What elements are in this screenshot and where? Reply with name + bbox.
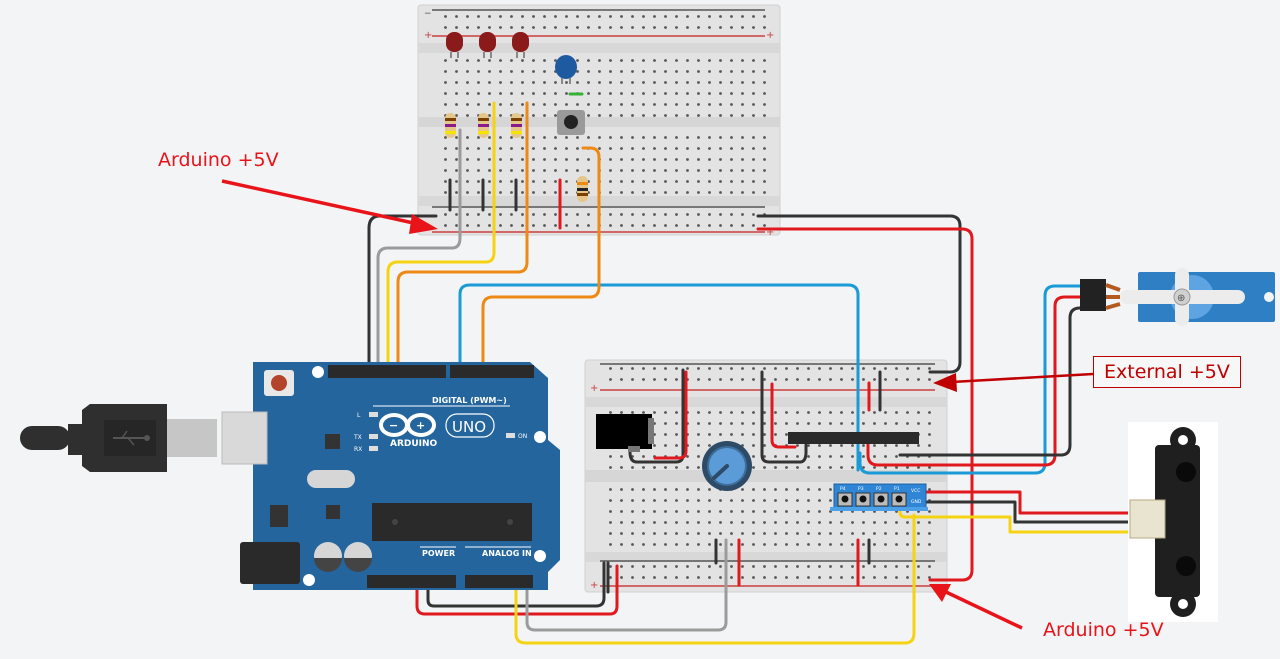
female-header-strip <box>788 432 919 444</box>
wire-yellow-a4 <box>514 513 916 645</box>
label-external-5v: External +5V <box>1093 356 1241 388</box>
wire-black-servo <box>898 306 1087 457</box>
wire-yellow-pin12 <box>386 101 496 370</box>
rail-plus-label: + <box>590 383 598 394</box>
rail-plus-label: + <box>590 580 598 591</box>
led-label-l: L <box>357 412 361 419</box>
analog-header-label: ANALOG IN <box>482 549 532 558</box>
svg-text:⊕: ⊕ <box>1177 293 1185 304</box>
breadboard-bottom: + + <box>584 359 948 593</box>
keypad-label-p2: P2 <box>876 486 882 492</box>
arrow-bottom-icon <box>945 590 1023 630</box>
wire-orange-pin4 <box>481 146 601 370</box>
rail-plus-label: + <box>424 30 432 41</box>
keypad-label-gnd: GND <box>911 499 922 505</box>
servo-connector <box>1080 279 1106 311</box>
potentiometer[interactable] <box>702 441 752 491</box>
wire-yellow-sensor <box>898 498 1132 534</box>
capacitor <box>555 55 577 84</box>
arduino-power-jack <box>240 542 300 584</box>
resistor-3 <box>511 113 522 138</box>
led-label-on: ON <box>518 433 527 440</box>
wire-blue-servo <box>858 284 1087 475</box>
wires <box>367 92 1132 645</box>
keypad-label-p3: P3 <box>858 486 864 492</box>
arduino-logo-icon: − + <box>379 413 436 437</box>
keypad-label-p4: P4 <box>840 486 846 492</box>
wire-orange-pin11 <box>396 101 529 370</box>
breadboard-top: − + + + <box>417 4 781 238</box>
sensor-connector <box>1129 499 1166 539</box>
label-arduino-5v-bottom: Arduino +5V <box>1043 619 1164 641</box>
label-arduino-5v-top: Arduino +5V <box>158 149 279 171</box>
wire-red-servo <box>866 295 1087 467</box>
usb-icon <box>113 430 150 446</box>
wire-gray-a5 <box>525 538 728 632</box>
wire-red-sensor <box>923 490 1132 515</box>
analog-header <box>465 575 533 588</box>
wire-red-rail-link <box>756 227 974 582</box>
arduino-logo-text: ARDUINO <box>390 439 438 449</box>
resistor-2 <box>478 113 489 138</box>
svg-text:−: − <box>389 419 398 432</box>
usb-cable <box>20 404 217 472</box>
resistor-pulldown <box>577 176 588 202</box>
led-1 <box>446 32 463 58</box>
wire-black-rail-link <box>756 214 962 374</box>
resistor-1 <box>445 113 456 138</box>
keypad-key-p3 <box>855 492 871 507</box>
digital-header-left <box>328 365 446 378</box>
keypad-key-p2 <box>873 492 889 507</box>
led-3 <box>512 32 529 58</box>
rail-plus-label: + <box>766 30 774 41</box>
annotation-arrows <box>221 179 1094 630</box>
digital-header-right <box>450 365 534 378</box>
wire-blue-pin6 <box>458 283 860 472</box>
keypad-key-p1 <box>891 492 907 507</box>
led-2 <box>479 32 496 58</box>
arduino-model-label: UNO <box>452 418 486 436</box>
leds <box>446 32 529 58</box>
power-header <box>367 575 456 588</box>
atmega-chip <box>372 503 532 541</box>
resistors <box>445 113 588 202</box>
rail-plus-label: + <box>766 227 774 238</box>
push-button[interactable] <box>557 110 585 135</box>
svg-text:+: + <box>416 419 425 432</box>
led-label-rx: RX <box>354 446 362 453</box>
dc-barrel-jack <box>596 414 654 452</box>
ir-distance-sensor <box>1128 422 1218 622</box>
arrow-external-icon <box>951 372 1094 384</box>
keypad-label-p1: P1 <box>894 486 900 492</box>
keypad-label-vcc: VCC <box>911 488 920 494</box>
keypad-key-p4 <box>837 492 853 507</box>
servo-motor: ⊕ <box>1080 268 1275 326</box>
arduino-uno-board: DIGITAL (PWM~) − + ARDUINO UNO L TX RX O… <box>221 362 560 590</box>
led-label-tx: TX <box>353 434 362 441</box>
power-header-label: POWER <box>422 549 455 558</box>
rail-minus-label: − <box>424 9 432 19</box>
arrow-top-icon <box>221 179 419 226</box>
keypad-module[interactable]: P4 P3 P2 P1 VCC GND <box>830 483 928 511</box>
wire-black-sensor <box>923 500 1132 524</box>
digital-header-label: DIGITAL (PWM~) <box>432 396 507 405</box>
wire-gray-pin13 <box>376 128 462 370</box>
